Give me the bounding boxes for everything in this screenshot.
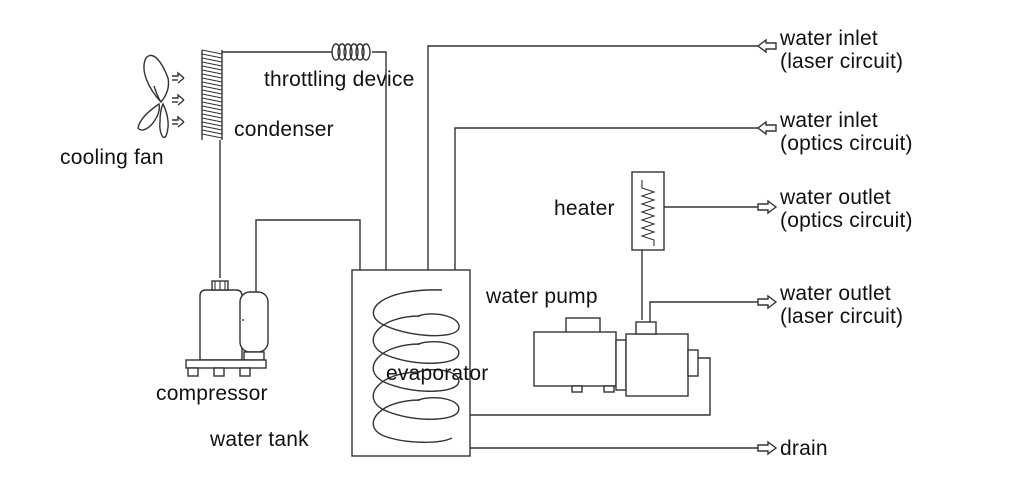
label-cooling-fan: cooling fan: [60, 146, 164, 169]
label-water-outlet-laser-2: (laser circuit): [780, 305, 904, 328]
water-tank: [351, 269, 471, 457]
inlet-arrow-laser: [756, 38, 777, 54]
outlet-arrow-laser: [757, 294, 778, 310]
label-evaporator: evaporator: [386, 362, 489, 385]
label-water-tank: water tank: [210, 428, 309, 451]
cooling-fan-icon: [137, 54, 170, 139]
label-water-inlet-optics-2: (optics circuit): [780, 132, 913, 155]
label-water-outlet-optics-2: (optics circuit): [780, 209, 913, 232]
airflow-arrows: [172, 71, 185, 128]
label-condenser: condenser: [234, 118, 334, 141]
label-throttling-device: throttling device: [264, 68, 415, 91]
piping: [219, 45, 758, 449]
drain-arrow: [757, 440, 778, 456]
evaporator-coil: [372, 289, 460, 443]
condenser: [201, 49, 223, 140]
water-pump-icon: [533, 317, 699, 397]
label-water-outlet-laser-1: water outlet: [780, 282, 891, 305]
label-water-inlet-laser-2: (laser circuit): [780, 50, 904, 73]
label-water-outlet-optics-1: water outlet: [780, 186, 891, 209]
label-heater: heater: [554, 197, 615, 220]
label-compressor: compressor: [156, 382, 268, 405]
inlet-arrow-optics: [756, 120, 777, 136]
label-drain: drain: [780, 437, 828, 460]
heater-icon: [631, 171, 665, 251]
outlet-arrow-optics: [757, 199, 778, 215]
label-water-inlet-laser-1: water inlet: [780, 27, 878, 50]
throttling-device: [331, 43, 371, 61]
label-water-pump: water pump: [486, 285, 598, 308]
compressor-icon: [185, 280, 269, 377]
label-water-inlet-optics-1: water inlet: [780, 109, 878, 132]
